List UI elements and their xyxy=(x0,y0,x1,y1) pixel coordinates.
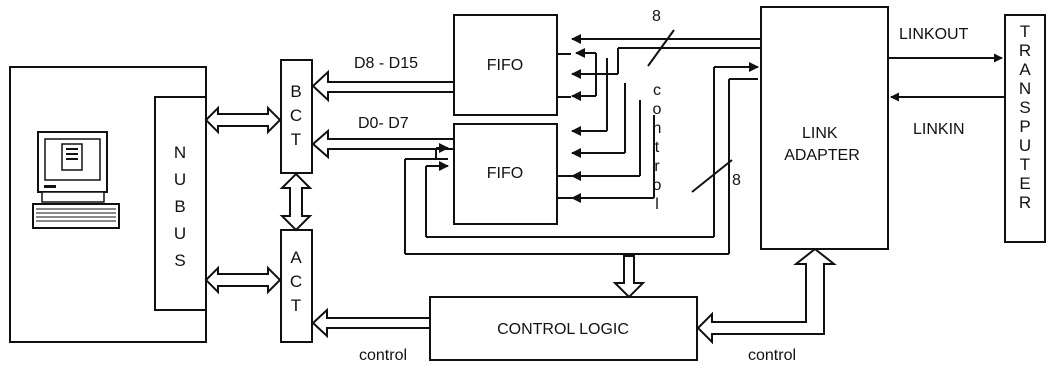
fifo-top-to-bct-arrow xyxy=(311,69,455,103)
control-logic-block: CONTROL LOGIC xyxy=(429,296,698,361)
bus-width-slash-top xyxy=(647,29,675,67)
control-right-label: control xyxy=(748,347,796,364)
d8-d15-label: D8 - D15 xyxy=(354,55,418,72)
fifo-top-label: FIFO xyxy=(487,57,523,74)
fifo-bottom-label: FIFO xyxy=(487,165,523,182)
bus-width-slash-right xyxy=(691,159,733,193)
control-logic-link-adapter-arrow xyxy=(696,247,837,345)
fifo-bottom-to-bct-arrow xyxy=(311,128,455,160)
nubus-act-arrow xyxy=(204,265,282,295)
control-logic-to-act-arrow xyxy=(311,307,431,339)
control-logic-label: CONTROL LOGIC xyxy=(497,321,629,338)
link-adapter-label: LINK ADAPTER xyxy=(784,125,860,164)
fifo-bottom-block: FIFO xyxy=(453,123,558,225)
linkin-label: LINKIN xyxy=(913,121,965,138)
bct-act-arrow xyxy=(279,172,313,232)
d0-d7-label: D0- D7 xyxy=(358,115,409,132)
linkout-label: LINKOUT xyxy=(899,26,969,43)
computer-icon xyxy=(32,131,120,229)
fifo-top-block: FIFO xyxy=(453,14,558,116)
nubus-bct-arrow xyxy=(204,105,282,135)
control-bus-to-logic-arrow xyxy=(612,255,646,299)
control-left-label: control xyxy=(359,347,407,364)
bus-width-top-label: 8 xyxy=(652,8,661,25)
link-adapter-block: LINK ADAPTER xyxy=(760,6,889,250)
nubus-block xyxy=(154,96,207,311)
bus-width-right-label: 8 xyxy=(732,172,741,189)
